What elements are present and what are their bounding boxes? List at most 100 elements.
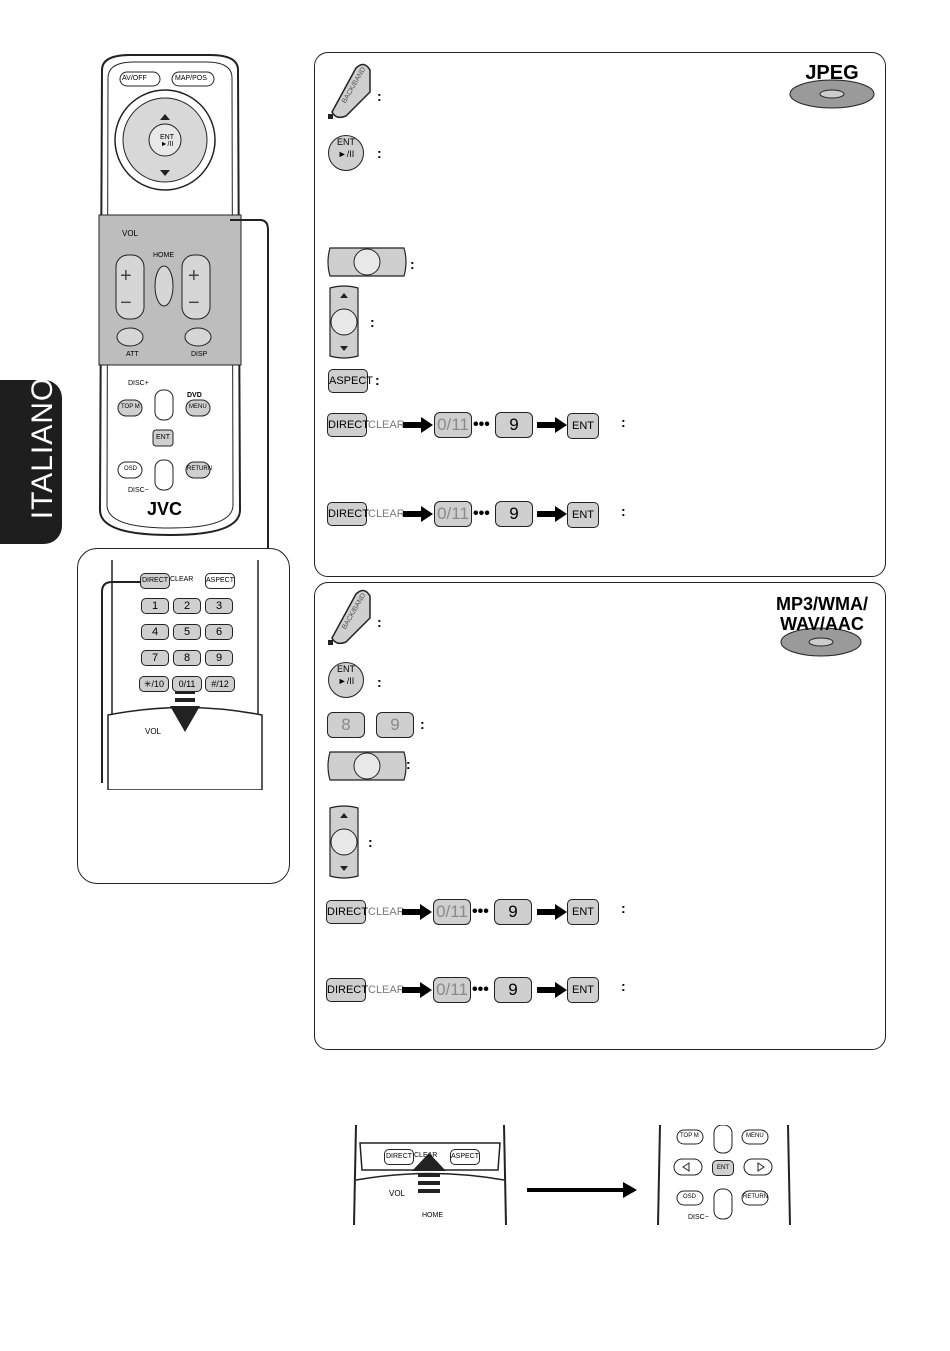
audio-colon-6: :: [621, 900, 626, 916]
zoom-key-4: 4: [141, 624, 169, 640]
audio-logo-line1: MP3/WMA/: [776, 594, 868, 614]
jpeg-seq1-clear: CLEAR: [368, 419, 405, 431]
bottom-return-label: RETURN: [743, 1194, 768, 1200]
bottom-remote-slide-illustration: [353, 1125, 507, 1225]
remote-dvd-label: DVD: [187, 392, 202, 399]
audio-key-nine: 9: [376, 712, 414, 738]
bottom-ent-key: ENT: [712, 1160, 734, 1176]
jpeg-disc-icon: [789, 79, 875, 109]
bottom-menu-label: MENU: [746, 1133, 764, 1139]
language-tab-label: ITALIANO: [26, 376, 59, 520]
jpeg-colon-1: :: [377, 88, 382, 104]
remote-plus-right: +: [188, 265, 200, 287]
zoom-key-5: 5: [173, 624, 201, 640]
remote-return-label: RETURN: [187, 466, 212, 472]
zoom-vol-label: VOL: [145, 727, 162, 736]
audio-seq1-clear: CLEAR: [368, 906, 405, 918]
jpeg-horizontal-dpad-icon: [327, 247, 407, 277]
audio-seq1-zero-text: 0/11: [436, 902, 468, 921]
audio-colon-5: :: [368, 834, 373, 850]
audio-colon-2: :: [377, 674, 382, 690]
zoom-clear-label: CLEAR: [170, 576, 194, 583]
audio-vertical-dpad-icon: [329, 805, 359, 879]
jpeg-aspect-key: ASPECT: [328, 369, 373, 393]
audio-ent-play-button: ENT ►/II: [328, 662, 364, 698]
jpeg-colon-2: :: [377, 145, 382, 161]
zoom-key-9: 9: [205, 650, 233, 666]
jpeg-logo-text: JPEG: [805, 62, 859, 84]
remote-minus-right: −: [188, 292, 200, 314]
remote-ent-btn-label: ENT: [156, 434, 170, 441]
remote-ent-label: ENT ►/II: [160, 134, 174, 148]
audio-seq2-arrow2-icon: [537, 982, 567, 998]
remote-plus-left: +: [120, 265, 132, 287]
jpeg-seq1-ent-key: ENT: [567, 413, 599, 439]
jpeg-seq2-zero-key: 0/11: [434, 501, 472, 527]
jpeg-seq1-arrow2-icon: [537, 417, 567, 433]
jpeg-back-band-icon: [328, 63, 371, 119]
audio-seq2-nine-key: 9: [494, 977, 532, 1003]
jpeg-seq2-clear: CLEAR: [368, 508, 405, 520]
audio-panel: [314, 582, 886, 1050]
jpeg-colon-7: :: [621, 503, 626, 519]
zoom-direct-key: DIRECT: [140, 573, 170, 589]
zoom-key-6: 6: [205, 624, 233, 640]
zoom-key-3: 3: [205, 598, 233, 614]
remote-disc-minus-label: DISC−: [128, 487, 149, 494]
jpeg-seq2-nine-key: 9: [495, 501, 533, 527]
audio-seq2-clear: CLEAR: [368, 984, 405, 996]
bottom-home-label: HOME: [422, 1212, 443, 1219]
audio-logo-line2: WAV/AAC: [780, 614, 864, 634]
zoom-key-1: 1: [141, 598, 169, 614]
bottom-disc-minus-label: DISC−: [688, 1214, 709, 1221]
remote-menu-label: MENU: [189, 404, 207, 410]
audio-seq2-ent-key: ENT: [567, 977, 599, 1003]
bottom-osd-label: OSD: [683, 1194, 697, 1200]
bottom-direct-key: DIRECT: [384, 1149, 414, 1165]
jpeg-seq1-arrow1-icon: [403, 417, 433, 433]
zoom-key-zero11: 0/11: [172, 676, 202, 692]
audio-seq1-arrow2-icon: [537, 904, 567, 920]
remote-av-off-label: AV/OFF: [122, 75, 147, 82]
bottom-clear-label: CLEAR: [414, 1152, 438, 1159]
audio-colon-7: :: [621, 978, 626, 994]
audio-horizontal-dpad-icon: [327, 751, 407, 781]
audio-seq1-ent-key: ENT: [567, 899, 599, 925]
jpeg-vertical-dpad-icon: [329, 285, 359, 359]
audio-key-nine-text: 9: [390, 715, 400, 734]
audio-seq2-direct-key: DIRECT: [326, 978, 368, 1002]
remote-map-pos-label: MAP/POS: [175, 75, 207, 82]
jpeg-ent-play-button: ENT ►/II: [328, 135, 364, 171]
jpeg-seq2-ent-key: ENT: [567, 502, 599, 528]
audio-seq1-zero-key: 0/11: [433, 899, 471, 925]
remote-illustration: [98, 54, 242, 537]
jpeg-seq1-direct-key: DIRECT: [327, 413, 369, 437]
bottom-vol-label: VOL: [389, 1189, 406, 1198]
audio-disc-icon: [780, 627, 862, 657]
jpeg-seq2-arrow2-icon: [537, 506, 567, 522]
audio-seq2-zero-text: 0/11: [436, 980, 468, 999]
jpeg-colon-4: :: [370, 314, 375, 330]
zoom-pointer-line: [101, 581, 140, 783]
zoom-key-2: 2: [173, 598, 201, 614]
remote-brand-logo: JVC: [147, 499, 183, 519]
connector-line: [230, 219, 269, 550]
audio-colon-3: :: [420, 716, 425, 732]
zoom-key-star10: ✳/10: [139, 676, 169, 692]
audio-colon-1: :: [377, 614, 382, 630]
jpeg-seq2-dots: •••: [473, 505, 490, 522]
audio-seq1-direct-key: DIRECT: [326, 900, 368, 924]
zoom-key-hash12: #/12: [205, 676, 235, 692]
zoom-key-7: 7: [141, 650, 169, 666]
jpeg-colon-5: :: [375, 372, 380, 388]
jpeg-seq1-nine-key: 9: [495, 412, 533, 438]
audio-seq1-nine-key: 9: [494, 899, 532, 925]
audio-colon-4: :: [406, 756, 411, 772]
audio-seq2-dots: •••: [472, 981, 489, 998]
remote-att-label: ATT: [126, 351, 139, 358]
remote-topm-label: TOP M: [121, 404, 140, 410]
jpeg-seq2-direct-key: DIRECT: [327, 502, 369, 526]
audio-key-eight: 8: [327, 712, 365, 738]
remote-disp-label: DISP: [191, 351, 208, 358]
jpeg-colon-3: :: [410, 256, 415, 272]
